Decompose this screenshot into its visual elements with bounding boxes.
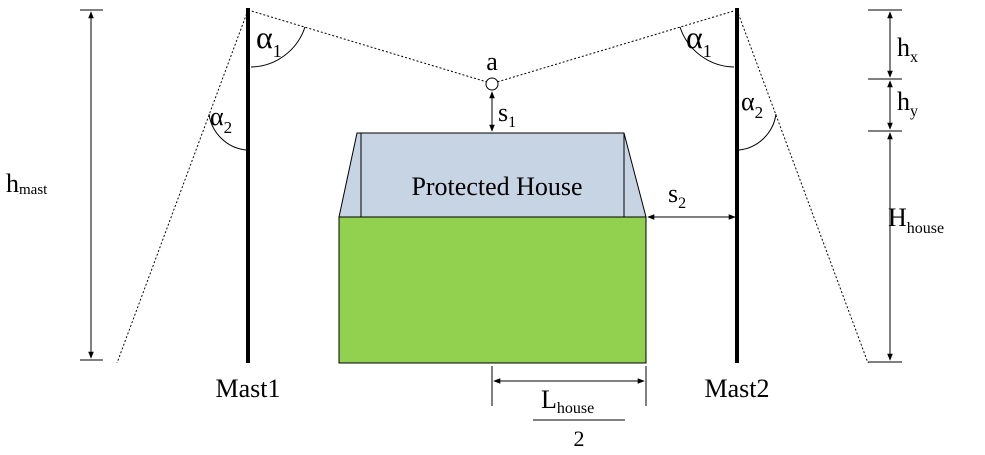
- mast-left-label: Mast1: [216, 374, 281, 403]
- right-outer-line: [736, 9, 869, 364]
- mast-right-label: Mast2: [705, 374, 770, 403]
- point-a-label: a: [486, 47, 498, 76]
- protection-lines: [116, 9, 869, 364]
- house-wall: [338, 216, 647, 364]
- alpha2-left-label: α2: [210, 102, 232, 137]
- alpha2-right-arc: [738, 113, 777, 151]
- l-half-denominator: 2: [574, 426, 585, 451]
- house-label: Protected House: [411, 172, 582, 201]
- angle-arcs: [208, 26, 777, 151]
- masts: Mast1 Mast2: [216, 8, 770, 403]
- h-x-label: hx: [897, 33, 918, 66]
- h-house-label: Hhouse: [888, 203, 944, 237]
- protected-house: Protected House: [338, 132, 647, 364]
- left-outer-line: [116, 9, 249, 364]
- alpha2-right-label: α2: [741, 87, 763, 122]
- right-inner-line: [496, 9, 738, 83]
- left-inner-line: [247, 9, 488, 83]
- l-half-dimension: [491, 366, 647, 421]
- s2-label: s2: [668, 179, 686, 212]
- point-a-marker: [485, 77, 499, 91]
- alpha1-right-label: α1: [686, 19, 712, 61]
- alpha1-left-label: α1: [256, 19, 282, 61]
- right-dimensions: [868, 9, 902, 363]
- s1-label: s1: [498, 98, 516, 131]
- h-mast-dimension: [80, 9, 103, 361]
- angle-labels: α1 α2 α1 α2: [210, 19, 763, 137]
- l-half-numerator: Lhouse: [541, 385, 594, 417]
- h-mast-label: hmast: [6, 169, 48, 198]
- point-a: a: [485, 47, 499, 91]
- alpha2-left-arc: [208, 113, 247, 151]
- alpha1-left-arc: [250, 26, 306, 68]
- alpha1-right-arc: [679, 26, 735, 68]
- h-y-label: hy: [897, 87, 918, 120]
